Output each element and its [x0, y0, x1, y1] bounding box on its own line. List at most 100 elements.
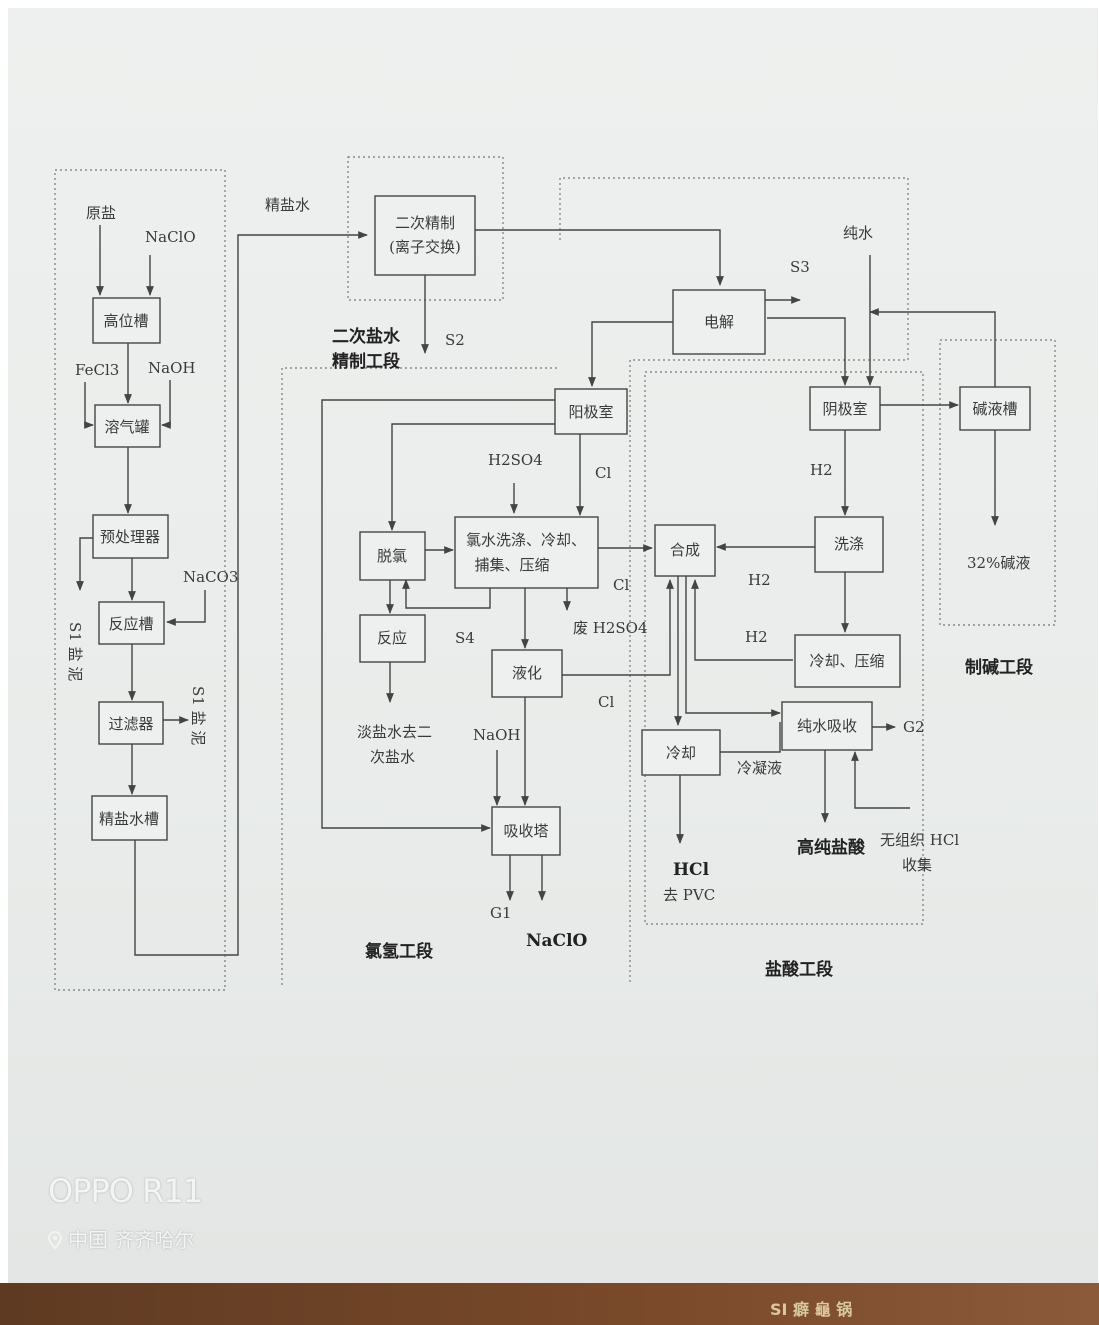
- chlor-hydrogen-left-outline: [281, 367, 560, 985]
- section-labels: 二次盐水 精制工段 氯氢工段 盐酸工段 制碱工段: [332, 326, 1033, 980]
- section-lvqing: 氯氢工段: [365, 941, 433, 962]
- label-danyanshui-1: 淡盐水去二: [357, 723, 432, 741]
- primary-brine-section-outline: [54, 169, 226, 991]
- box-lengque: [641, 729, 721, 776]
- chlor-hydrogen-section-outline: [559, 177, 909, 985]
- node-erci-line2: (离子交换): [389, 238, 461, 256]
- section-outlines: [54, 156, 1056, 991]
- label-naoh-2: NaOH: [473, 726, 520, 744]
- label-yuanyan: 原盐: [86, 204, 116, 222]
- box-yuchuliqi: [92, 514, 169, 559]
- node-dianjie: 电解: [704, 313, 734, 331]
- node-erci-line1: 二次精制: [395, 214, 455, 232]
- box-lvshui: [454, 516, 599, 589]
- box-guolvqi: [98, 701, 164, 745]
- watermark-location: 中国 齐齐哈尔: [68, 1228, 195, 1252]
- label-wuzuzhi-1: 无组织 HCl: [880, 831, 959, 849]
- box-lengque-yasuo: [794, 634, 901, 688]
- node-hecheng: 合成: [670, 541, 700, 559]
- label-naoh-1: NaOH: [148, 359, 195, 377]
- node-lvshui-line1: 氯水洗涤、冷却、: [466, 531, 586, 549]
- box-hecheng: [654, 524, 716, 577]
- watermark-brand: OPPO R11: [48, 1172, 203, 1210]
- label-s1-right: S1 盐 泥: [189, 686, 207, 745]
- label-wuzuzhi-2: 收集: [902, 856, 932, 874]
- box-gaoweicao: [92, 297, 161, 344]
- label-s4: S4: [455, 629, 475, 647]
- node-xishouta: 吸收塔: [503, 822, 548, 840]
- label-h2so4: H2SO4: [488, 451, 543, 469]
- bottom-strip-text: SI 癖 龜 锅: [770, 1300, 853, 1319]
- node-rongqiguan: 溶气罐: [104, 418, 149, 436]
- section-erci-2: 精制工段: [332, 351, 400, 372]
- label-s2: S2: [445, 331, 465, 349]
- stream-labels: 原盐 NaClO FeCl3 NaOH NaCO3 S1 盐 泥 S1 盐 泥 …: [66, 196, 1030, 951]
- box-fanyingcao: [98, 601, 165, 645]
- label-g1: G1: [490, 904, 512, 922]
- node-yangjishi: 阳极室: [568, 403, 613, 421]
- label-h2-2: H2: [748, 571, 771, 589]
- node-lengque-yasuo: 冷却、压缩: [809, 652, 884, 670]
- label-cl-2: Cl: [613, 576, 629, 594]
- label-hcl: HCl: [673, 860, 710, 880]
- node-chunshui-xishou: 纯水吸收: [797, 717, 857, 735]
- label-jianye-32: 32%碱液: [967, 554, 1030, 572]
- label-h2-1: H2: [810, 461, 833, 479]
- label-lengningye: 冷凝液: [737, 759, 782, 777]
- label-jingyanshui: 精盐水: [265, 196, 310, 214]
- label-naco3: NaCO3: [183, 568, 238, 586]
- label-naclo-out: NaClO: [526, 931, 588, 951]
- flow-lines: [76, 225, 999, 956]
- node-yinjishi: 阴极室: [822, 400, 867, 418]
- section-erci-1: 二次盐水: [332, 326, 401, 347]
- box-yehua: [491, 649, 563, 698]
- label-cl-3: Cl: [598, 693, 614, 711]
- caustic-section-outline: [939, 339, 1056, 626]
- camera-watermark: OPPO R11 中国 齐齐哈尔: [48, 1172, 203, 1253]
- node-jingyanshuicao: 精盐水槽: [99, 810, 159, 828]
- label-g2: G2: [903, 718, 925, 736]
- box-jingyanshuicao: [91, 795, 168, 841]
- box-xidi: [814, 516, 884, 573]
- bottom-desk-strip: [0, 1283, 1099, 1325]
- label-danyanshui-2: 次盐水: [370, 748, 415, 766]
- box-jianyecao: [959, 386, 1031, 431]
- node-xidi: 洗涤: [834, 535, 864, 553]
- label-h2-3: H2: [745, 628, 768, 646]
- label-s3: S3: [790, 258, 810, 276]
- box-fanying: [359, 614, 426, 663]
- box-yangjishi: [554, 388, 628, 435]
- label-qu-pvc: 去 PVC: [663, 886, 715, 904]
- label-cl-1: Cl: [595, 464, 611, 482]
- node-fanyingcao: 反应槽: [108, 615, 153, 633]
- label-naclo-in: NaClO: [145, 228, 196, 246]
- box-chunshui-xishou: [781, 701, 873, 751]
- node-guolvqi: 过滤器: [108, 715, 153, 733]
- label-fei-h2so4: 废 H2SO4: [573, 619, 648, 637]
- paper-sheet: [8, 8, 1098, 1283]
- label-fecl3: FeCl3: [75, 361, 119, 379]
- node-tuolv: 脱氯: [377, 547, 407, 565]
- box-tuolv: [359, 531, 426, 581]
- node-yehua: 液化: [512, 664, 542, 682]
- node-gaoweicao: 高位槽: [103, 312, 148, 330]
- node-yuchuliqi: 预处理器: [100, 528, 160, 546]
- node-jianyecao: 碱液槽: [972, 400, 1017, 418]
- watermark-location-row: 中国 齐齐哈尔: [48, 1224, 202, 1253]
- section-yansuan: 盐酸工段: [765, 959, 833, 980]
- box-xishouta: [491, 806, 561, 856]
- label-chunshui: 纯水: [843, 224, 873, 242]
- box-yinjishi: [809, 386, 881, 431]
- section-zhijian: 制碱工段: [965, 657, 1033, 678]
- box-dianjie: [672, 289, 766, 355]
- box-erci-jingzhi: [374, 195, 476, 276]
- node-lvshui-line2: 捕集、压缩: [474, 556, 549, 574]
- node-lengque: 冷却: [666, 744, 696, 762]
- label-gaochun-yansuan: 高纯盐酸: [797, 837, 866, 858]
- box-rongqiguan: [94, 404, 161, 448]
- label-s1-left: S1 盐 泥: [66, 622, 84, 681]
- node-fanying: 反应: [377, 629, 407, 647]
- location-pin-icon: [48, 1231, 62, 1250]
- process-boxes: 高位槽 溶气罐 预处理器 反应槽 过滤器 精盐水槽 二次精制 (离子交换) 电解…: [91, 195, 1031, 856]
